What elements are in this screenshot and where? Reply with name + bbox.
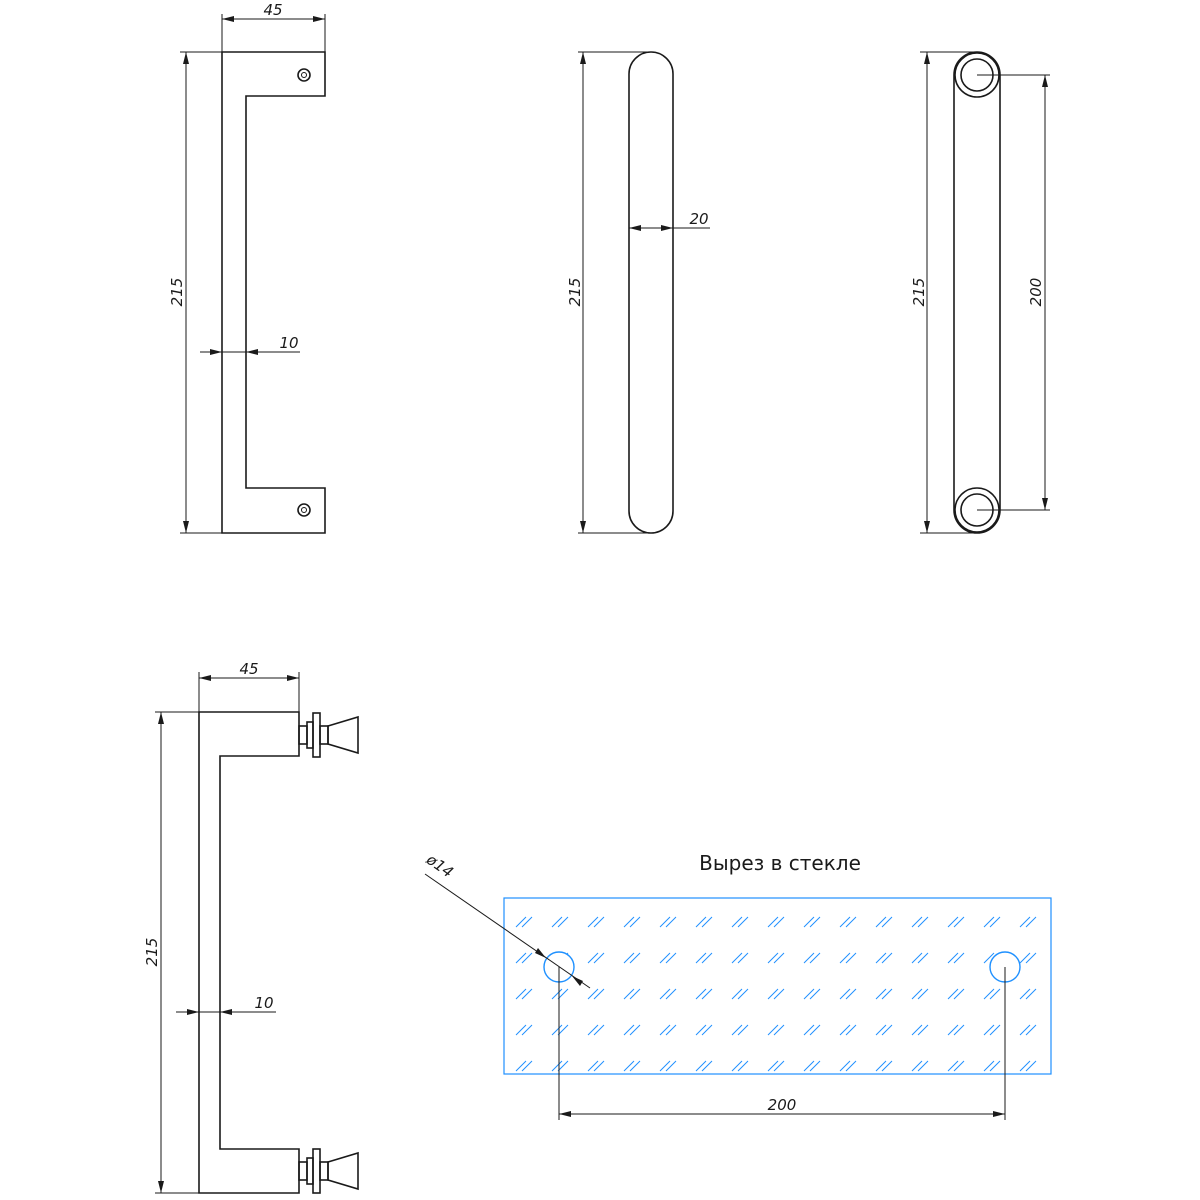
dimension-thickness-label: 10: [279, 334, 298, 352]
mount-hole-bottom: [297, 503, 311, 517]
dimension-hole-diameter-label: ø14: [422, 850, 456, 882]
glass-cutout-title: Вырез в стекле: [699, 851, 861, 875]
dimension-diameter-label: 20: [689, 210, 708, 228]
mount-hole-top: [297, 68, 311, 82]
dimension-height: 215: [566, 51, 651, 534]
dimension-thickness: 10: [176, 994, 276, 1015]
dimension-height: 215: [143, 711, 199, 1194]
handle-profile: [198, 711, 300, 1194]
dimension-spacing: 200: [977, 74, 1050, 511]
dimension-width-label: 45: [239, 660, 258, 678]
handle-profile: [221, 51, 326, 534]
dimension-spacing-label: 200: [1027, 278, 1045, 307]
dimension-thickness-label: 10: [254, 994, 273, 1012]
mounted-view: 45 215 10: [143, 660, 359, 1194]
dimension-height-label: 215: [143, 938, 161, 967]
glass-fixing-bottom: [298, 1148, 359, 1194]
handle-bar-side: [628, 51, 674, 534]
dimension-diameter: 20: [629, 210, 710, 231]
glass-hatching: [504, 898, 1051, 1074]
dimension-height-label: 215: [566, 278, 584, 307]
dimension-thickness: 10: [200, 334, 300, 355]
dimension-height-label: 215: [910, 278, 928, 307]
dimension-width: 45: [221, 1, 326, 52]
dimension-height: 215: [168, 51, 222, 534]
front-view: 45 215 10: [168, 1, 326, 534]
dimension-hole-spacing-label: 200: [768, 1096, 797, 1114]
glass-panel: [503, 897, 1052, 1075]
handle-bar-back: [953, 51, 1001, 534]
side-view: 215 20: [566, 51, 710, 534]
dimension-hole-spacing: 200: [558, 967, 1006, 1120]
dimension-height: 215: [910, 51, 977, 534]
glass-cutout: Вырез в стекле ø14 200: [422, 850, 1052, 1120]
back-view: 215 200: [910, 51, 1050, 534]
glass-fixing-top: [298, 712, 359, 758]
dimension-width: 45: [198, 660, 300, 712]
dimension-height-label: 215: [168, 278, 186, 307]
dimension-width-label: 45: [263, 1, 282, 19]
